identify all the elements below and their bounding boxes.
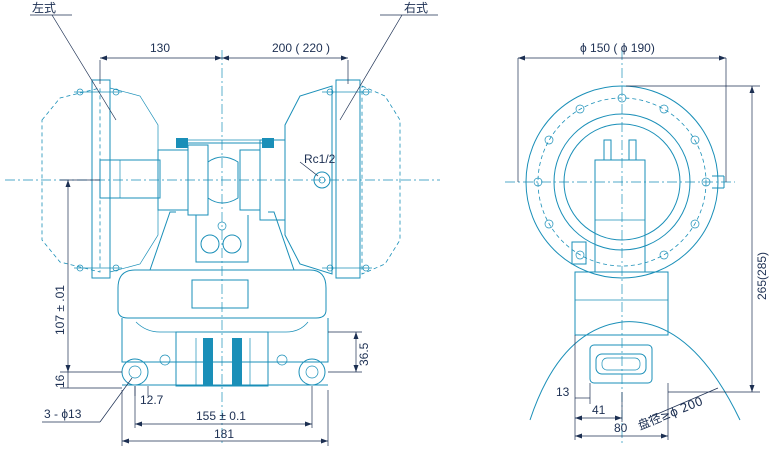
caliper-body bbox=[117, 269, 329, 387]
dim-130-label: 130 bbox=[150, 41, 170, 55]
port-label: Rc1/2 bbox=[304, 152, 336, 166]
dim-181-label: 181 bbox=[214, 427, 234, 441]
dim-265-label: 265(285) bbox=[755, 252, 769, 300]
flange-outer bbox=[525, 85, 719, 279]
dimension-181 bbox=[121, 390, 329, 446]
right-type-leader bbox=[339, 14, 403, 121]
dim-36-5-label: 36.5 bbox=[357, 342, 371, 366]
dim-41-label: 41 bbox=[592, 403, 606, 417]
port-fitting bbox=[313, 171, 331, 189]
dimension-265 bbox=[626, 85, 760, 393]
right-type-label: 右式 bbox=[404, 0, 428, 15]
actuator-body bbox=[594, 159, 646, 273]
dimension-36-5 bbox=[328, 331, 362, 373]
side-lower-body bbox=[574, 271, 669, 336]
dim-12-7-label: 12.7 bbox=[140, 393, 164, 407]
disc-diameter-leader bbox=[647, 387, 719, 419]
dimension-155 bbox=[134, 386, 313, 428]
pad-holder bbox=[589, 344, 653, 384]
holes-leader bbox=[99, 377, 133, 423]
dimension-16 bbox=[60, 372, 122, 389]
dim-16-label: 16 bbox=[53, 374, 67, 388]
dim-13-label: 13 bbox=[556, 385, 570, 399]
dimension-bottom-side bbox=[574, 335, 669, 440]
diam-150-label: ϕ 150 ( ϕ 190) bbox=[580, 41, 655, 55]
dimension-top bbox=[99, 55, 349, 84]
bolt-circle bbox=[537, 97, 707, 267]
flange-bolt-holes bbox=[533, 93, 711, 260]
central-mechanism bbox=[149, 138, 295, 271]
holes-label: 3 - ϕ13 bbox=[44, 407, 82, 421]
dim-155-label: 155 ± 0.1 bbox=[196, 409, 246, 423]
port-leader bbox=[299, 161, 319, 177]
left-type-label: 左式 bbox=[32, 0, 56, 15]
dimension-107 bbox=[60, 179, 122, 373]
right-actuator-housing bbox=[284, 79, 401, 279]
dimension-phi150 bbox=[517, 55, 727, 182]
front-view: 左式 右式 130 200 ( 220 ) Rc1/2 107 ± .01 36… bbox=[5, 0, 440, 446]
brake-disc-arc bbox=[529, 321, 741, 421]
dim-107-label: 107 ± .01 bbox=[53, 285, 67, 335]
brake-pad-right bbox=[232, 338, 242, 386]
disc-diameter-label: 盘径≥ϕ 200 bbox=[636, 393, 705, 433]
dim-200-label: 200 ( 220 ) bbox=[272, 41, 330, 55]
left-actuator-housing bbox=[41, 79, 161, 279]
left-type-leader bbox=[51, 14, 117, 121]
brake-pad-left bbox=[203, 338, 213, 386]
dim-80-label: 80 bbox=[614, 421, 628, 435]
side-view: ϕ 150 ( ϕ 190) 265(285) 13 41 80 盘径≥ϕ 20… bbox=[505, 41, 769, 445]
